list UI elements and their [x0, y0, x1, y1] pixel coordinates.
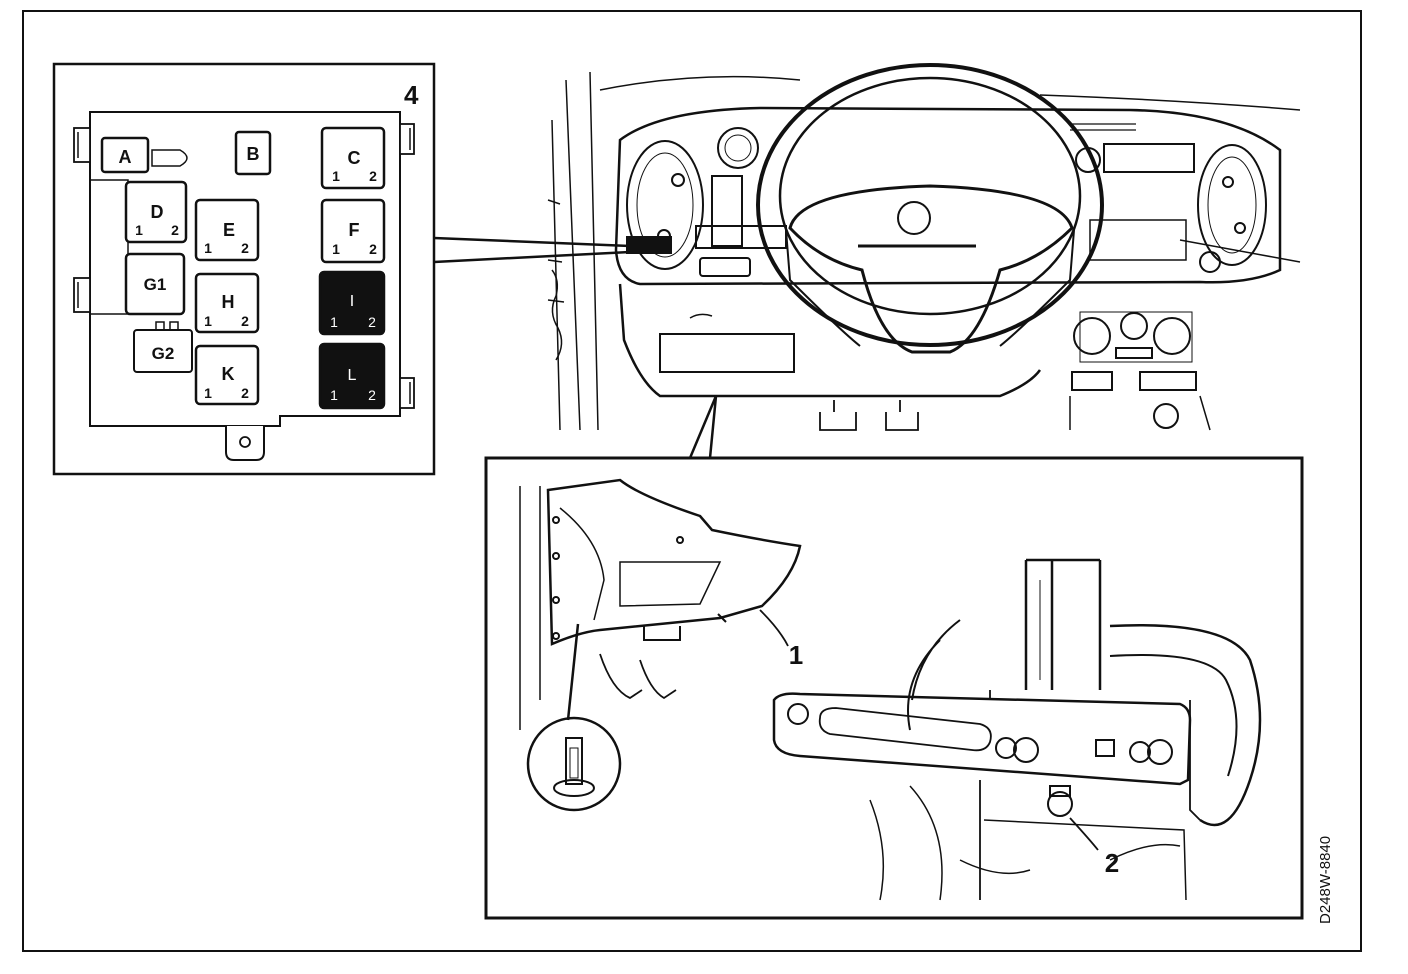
relay-C: C 1 2 — [320, 126, 386, 190]
relay-G1-label: G1 — [144, 275, 167, 294]
relay-L-label: L — [348, 367, 357, 384]
relay-L: L 1 2 — [318, 342, 386, 410]
relay-K-label: K — [222, 364, 235, 384]
relay-I-pin1: 1 — [330, 314, 338, 330]
relay-D: D 1 2 — [124, 180, 188, 244]
relay-K-pin1: 1 — [204, 385, 212, 401]
relay-D-pin2: 2 — [171, 222, 179, 238]
relay-I-pin2: 2 — [368, 314, 376, 330]
detail-inset: 1 2 — [484, 456, 1304, 920]
panel-leader-lines — [433, 236, 631, 264]
relay-B: B — [234, 130, 272, 176]
relay-H-pin1: 1 — [204, 313, 212, 329]
relay-C-pin2: 2 — [369, 168, 377, 184]
relay-B-label: B — [247, 144, 260, 164]
relay-L-pin1: 1 — [330, 387, 338, 403]
relay-panel-inset: 4 — [52, 62, 436, 476]
relay-K-pin2: 2 — [241, 385, 249, 401]
relay-F-label: F — [349, 220, 360, 240]
relay-A-label: A — [119, 147, 132, 167]
callout-2: 2 — [1105, 848, 1119, 878]
relay-L-pin2: 2 — [368, 387, 376, 403]
relay-E: E 1 2 — [194, 198, 260, 262]
figure-code: D248W-8840 — [1317, 836, 1334, 924]
relay-D-pin1: 1 — [135, 222, 143, 238]
relay-K: K 1 2 — [194, 344, 260, 406]
relay-E-pin2: 2 — [241, 240, 249, 256]
relay-G1: G1 — [124, 252, 186, 316]
relay-G2: G2 — [133, 329, 193, 373]
relay-E-pin1: 1 — [204, 240, 212, 256]
panel-number: 4 — [404, 80, 419, 110]
relay-I: I 1 2 — [318, 270, 386, 336]
relay-F: F 1 2 — [320, 198, 386, 264]
relay-A: A — [100, 136, 150, 174]
figure-frame — [22, 10, 1362, 952]
relay-D-label: D — [151, 202, 164, 222]
relay-C-label: C — [348, 148, 361, 168]
relay-H-label: H — [222, 292, 235, 312]
relay-H-pin2: 2 — [241, 313, 249, 329]
callout-1: 1 — [789, 640, 803, 670]
dashboard-illustration — [547, 63, 1301, 431]
relay-F-pin1: 1 — [332, 241, 340, 257]
relay-H: H 1 2 — [194, 272, 260, 334]
relay-F-pin2: 2 — [369, 241, 377, 257]
detail-leader-lines — [688, 395, 718, 459]
relay-E-label: E — [223, 220, 235, 240]
relay-C-pin1: 1 — [332, 168, 340, 184]
relay-I-label: I — [350, 293, 354, 310]
relay-G2-label: G2 — [152, 344, 175, 363]
